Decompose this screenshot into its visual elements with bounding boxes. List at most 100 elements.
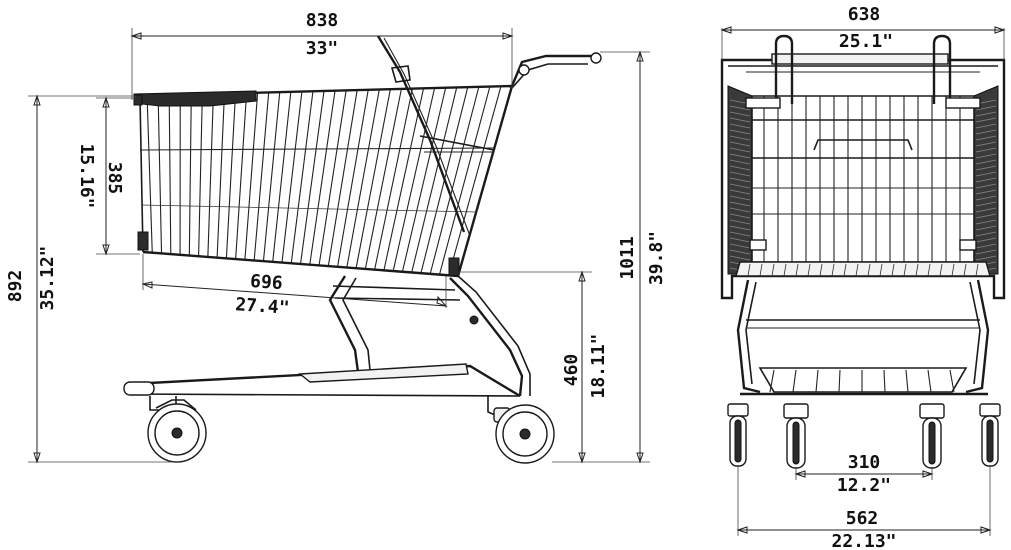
dim-outer-track-mm: 562 <box>846 508 879 529</box>
wire-line <box>729 117 751 123</box>
wire-line <box>729 153 751 159</box>
wire-line <box>401 87 447 272</box>
side-base-rail <box>129 364 521 398</box>
wire-line <box>975 123 997 129</box>
side-basket-front-wall <box>139 97 144 253</box>
front-view: 638 25.1" 310 12.2" 562 22.13" <box>720 4 1006 550</box>
front-floor-wires <box>747 263 979 277</box>
side-under-tray-bottom <box>334 297 461 301</box>
front-child-seat-outline <box>813 139 913 151</box>
wire-line <box>975 165 997 171</box>
wire-line <box>975 249 997 255</box>
wire-line <box>903 263 907 277</box>
wire-line <box>355 89 391 269</box>
front-right-lower-bracket <box>959 239 977 251</box>
wire-line <box>729 111 751 117</box>
side-child-seat-flap <box>376 35 466 233</box>
side-bottom-tray <box>298 363 469 383</box>
wire-line <box>771 263 775 277</box>
wire-line <box>327 90 358 267</box>
wire-line <box>927 369 932 393</box>
wire-line <box>975 195 997 201</box>
wire-line <box>729 135 751 141</box>
wire-line <box>759 263 763 277</box>
wire-line <box>729 219 751 225</box>
wire-line <box>392 87 436 272</box>
front-right-flap-loop <box>932 34 952 104</box>
front-basket-outer-frame <box>720 58 1006 300</box>
front-bottom-tray <box>758 367 968 393</box>
wire-line <box>429 86 480 275</box>
wire-line <box>438 86 491 275</box>
side-front-bracket-bottom <box>137 231 149 251</box>
wire-line <box>975 141 997 147</box>
wire-line <box>729 195 751 201</box>
wire-line <box>975 189 997 195</box>
wire-line <box>309 90 336 265</box>
wire-line <box>975 117 997 123</box>
wire-line <box>783 263 787 277</box>
wire-line <box>815 369 819 393</box>
wire-line <box>975 147 997 153</box>
side-under-tray-top <box>332 285 456 291</box>
dim-overall-width-in: 25.1" <box>839 31 893 52</box>
side-lower-frame-front-inner <box>342 277 371 371</box>
dim-line-basket-bottom <box>142 283 447 307</box>
dim-total-height-in: 39.8" <box>646 231 667 285</box>
side-lower-frame-rear <box>449 277 524 397</box>
wire-line <box>838 369 841 393</box>
front-outer-left-caster <box>727 403 749 467</box>
side-frame-bolt <box>469 315 479 325</box>
dim-basket-depth-in: 15.16" <box>76 143 97 208</box>
side-basket-low-rail <box>140 204 478 213</box>
side-handle-joint <box>518 64 530 76</box>
wire-line <box>975 111 997 117</box>
wire-line <box>216 93 226 258</box>
wire-line <box>729 255 751 261</box>
wire-line <box>975 243 997 249</box>
front-right-top-bracket <box>945 97 981 109</box>
wire-line <box>975 105 997 111</box>
side-base-rail-lower <box>129 393 521 397</box>
wire-line <box>729 249 751 255</box>
wire-line <box>729 237 751 243</box>
dim-overall-length-mm: 838 <box>306 10 339 31</box>
front-tray-wires <box>769 369 955 393</box>
wire-line <box>346 89 380 268</box>
wire-line <box>299 90 325 265</box>
wire-line <box>795 263 799 277</box>
wire-line <box>747 263 751 277</box>
wire-line <box>975 177 997 183</box>
dim-inner-track-mm: 310 <box>848 452 881 473</box>
front-basket-floor <box>735 261 991 277</box>
side-handle-end-cap <box>590 52 602 64</box>
wire-line <box>729 207 751 213</box>
wire-line <box>883 369 886 393</box>
dim-overall-height-in: 35.12" <box>37 245 58 310</box>
wire-line <box>244 92 259 260</box>
side-child-seat-flap-inner <box>383 37 471 237</box>
wire-line <box>975 207 997 213</box>
wire-line <box>253 92 270 261</box>
wire-line <box>729 183 751 189</box>
wire-line <box>235 93 248 260</box>
side-flap-hinge <box>390 65 411 83</box>
wire-line <box>879 263 883 277</box>
side-child-seat-strut <box>419 135 495 151</box>
front-inner-left-caster <box>783 403 809 469</box>
dim-overall-width-mm: 638 <box>848 4 881 25</box>
wire-line <box>281 91 303 263</box>
wire-line <box>146 95 153 253</box>
side-front-bracket-top <box>133 94 143 106</box>
wire-line <box>729 123 751 129</box>
wire-line <box>975 183 997 189</box>
wire-line <box>290 91 314 264</box>
wire-line <box>792 369 797 393</box>
front-left-flap-loop <box>774 34 794 104</box>
front-right-leg <box>965 279 990 394</box>
wire-line <box>729 129 751 135</box>
wire-line <box>975 255 997 261</box>
side-front-wheel <box>147 399 207 463</box>
